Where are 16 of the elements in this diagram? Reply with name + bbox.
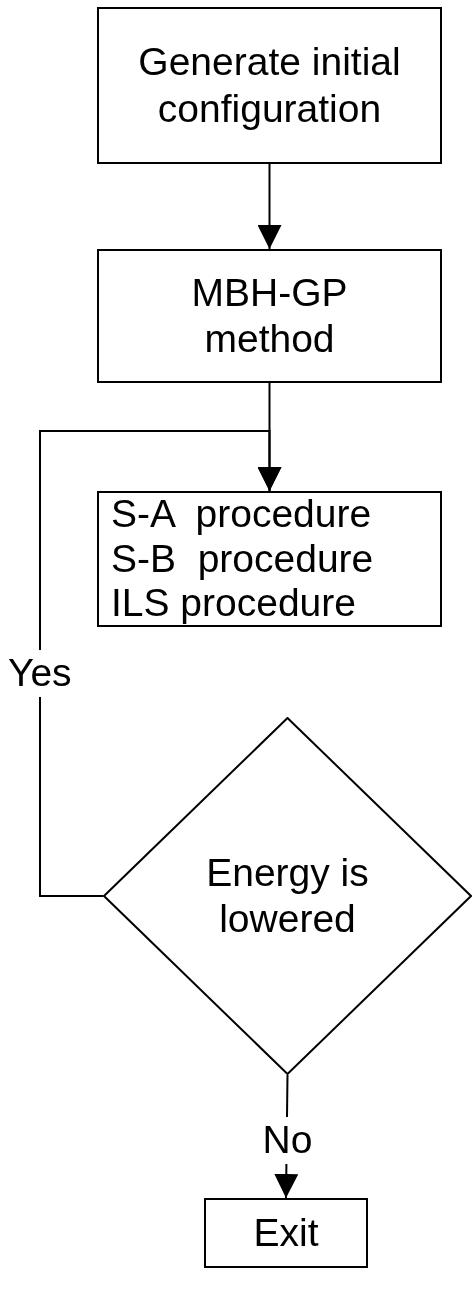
node-text: Energy is lowered — [205, 850, 370, 942]
node-text: Exit — [253, 1210, 319, 1256]
process-box — [204, 1198, 368, 1268]
arrow — [39, 430, 282, 897]
node-text: S-B procedure — [110, 536, 375, 582]
node-text: ILS procedure — [110, 581, 357, 627]
edge-label: No — [262, 1117, 313, 1164]
node-text: S-A procedure — [110, 491, 373, 537]
decision-diamond — [103, 717, 472, 1075]
process-box — [97, 249, 442, 383]
process-box — [97, 7, 442, 164]
edge-label: Yes — [8, 650, 72, 697]
process-box — [97, 491, 442, 627]
node-text: Generate initial configuration — [137, 39, 402, 132]
node-text: MBH-GP method — [190, 270, 349, 362]
arrow — [257, 163, 282, 250]
